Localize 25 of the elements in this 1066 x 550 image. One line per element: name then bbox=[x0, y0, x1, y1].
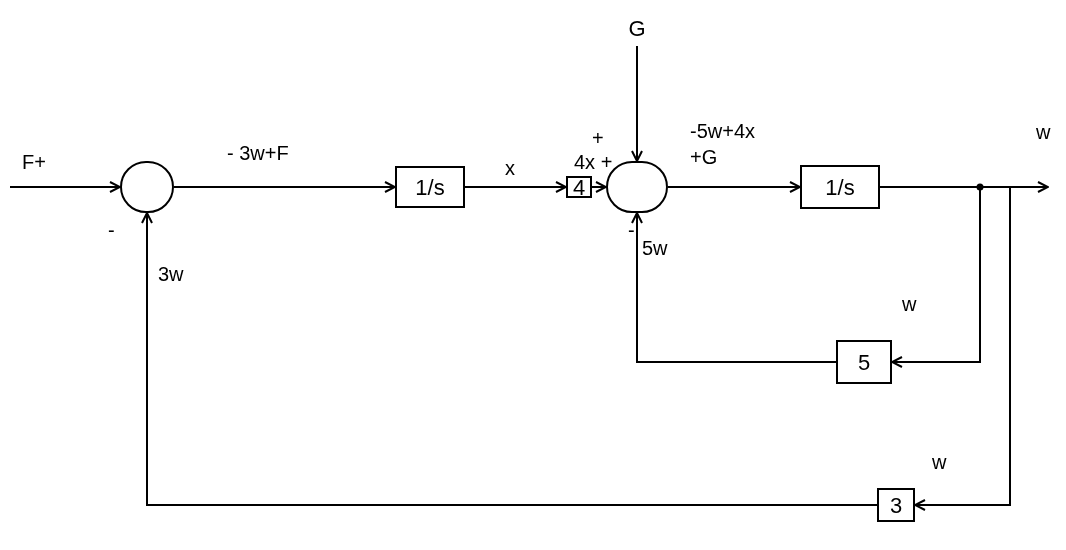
block-box: 1/s bbox=[800, 165, 880, 209]
arrow bbox=[667, 181, 801, 193]
signal-label: 5w bbox=[642, 236, 668, 260]
signal-label: F+ bbox=[22, 150, 46, 174]
block-box: 4 bbox=[566, 176, 592, 198]
arrow bbox=[631, 45, 643, 162]
arrow bbox=[631, 212, 837, 363]
signal-label: w bbox=[932, 450, 947, 474]
arrow bbox=[464, 181, 567, 193]
signal-label: w bbox=[1036, 120, 1051, 144]
block-box: 3 bbox=[877, 488, 915, 522]
summing-junction bbox=[120, 161, 174, 213]
signal-label: - bbox=[108, 218, 115, 242]
signal-label: + bbox=[592, 126, 604, 150]
signal-label: w bbox=[902, 292, 917, 316]
arrow bbox=[9, 181, 121, 193]
arrow bbox=[591, 181, 607, 193]
arrow bbox=[141, 212, 878, 506]
block-box: 5 bbox=[836, 340, 892, 384]
block-box: 1/s bbox=[395, 166, 465, 208]
input-label: G bbox=[622, 10, 652, 46]
signal-label: - bbox=[628, 218, 635, 242]
signal-label: 4x + bbox=[574, 150, 613, 174]
arrow bbox=[173, 181, 396, 193]
signal-label: 3w bbox=[158, 262, 184, 286]
